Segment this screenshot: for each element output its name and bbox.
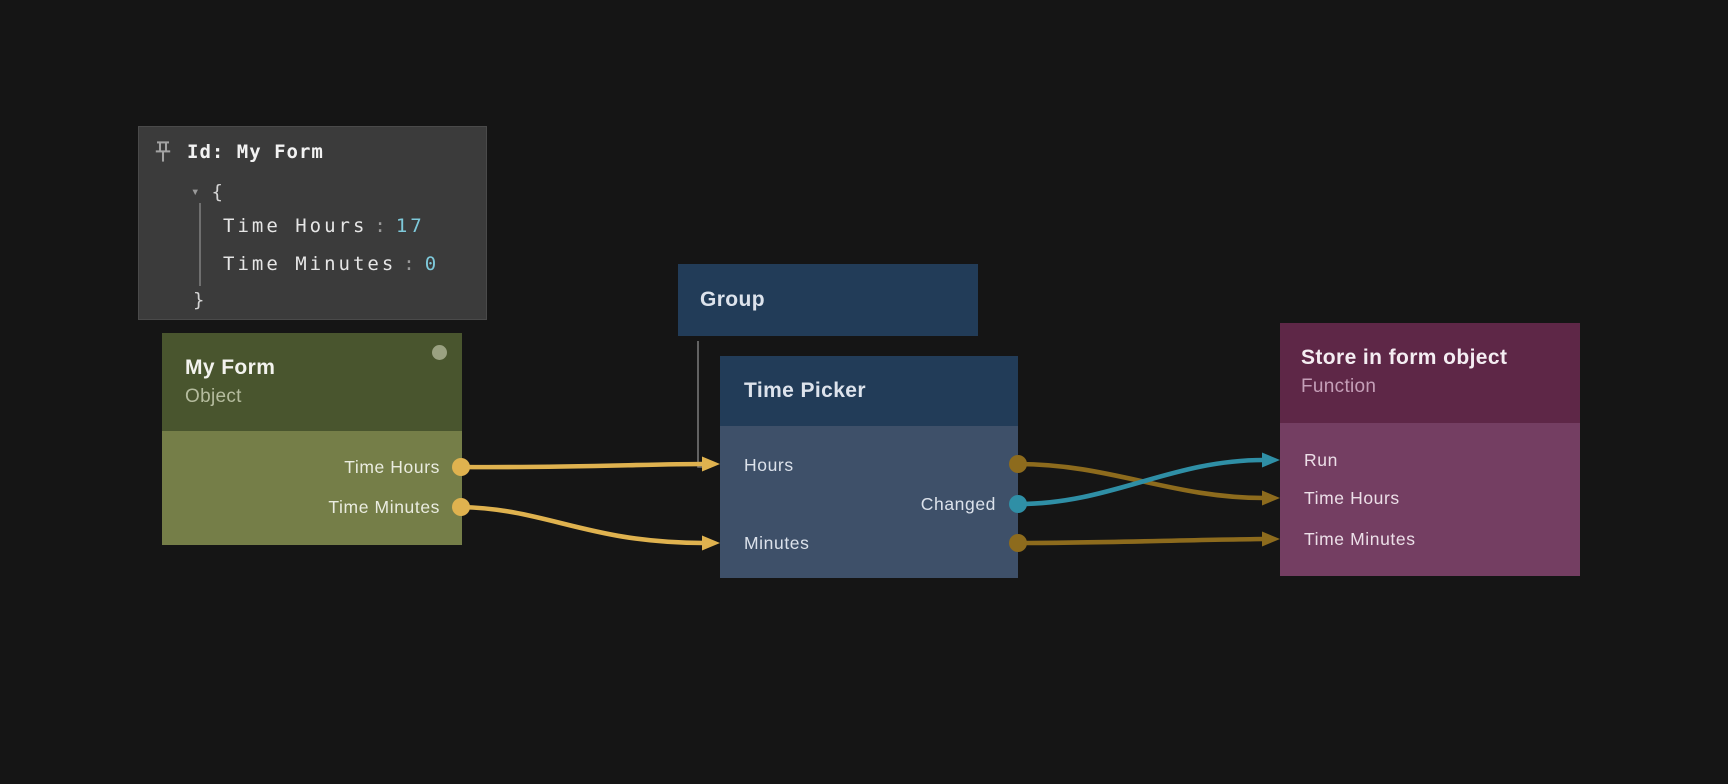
node-header[interactable]: Store in form object Function <box>1280 323 1580 423</box>
close-brace: } <box>193 289 208 311</box>
tree-entry: Time Minutes : 0 <box>223 247 439 281</box>
output-row-time-minutes[interactable]: Time Minutes <box>328 497 440 517</box>
output-row-time-hours[interactable]: Time Hours <box>344 457 440 477</box>
node-header[interactable]: Time Picker <box>720 356 1018 426</box>
tree-row-open[interactable]: ▾ { <box>191 175 226 209</box>
node-title: Time Picker <box>744 379 866 402</box>
node-store-in-form-object[interactable]: Store in form object Function Run Time H… <box>1280 323 1580 576</box>
node-title: Store in form object <box>1301 346 1508 369</box>
hierarchy-line <box>697 341 711 468</box>
inspector-title-row: Id: My Form <box>153 137 324 167</box>
arrowhead-store-run <box>1262 452 1280 468</box>
input-row-time-hours[interactable]: Time Hours <box>1304 488 1400 508</box>
node-my-form[interactable]: My Form Object Time Hours Time Minutes <box>162 333 462 545</box>
entry-separator: : <box>403 253 418 275</box>
node-group[interactable]: Group <box>678 264 978 336</box>
entry-separator: : <box>374 215 389 237</box>
output-row-changed[interactable]: Changed <box>920 494 996 514</box>
entry-key: Time Minutes <box>223 253 397 275</box>
inspector-popup: Id: My Form ▾ { Time Hours : 17 Time Min… <box>138 126 487 320</box>
tree-entry: Time Hours : 17 <box>223 209 425 243</box>
port-time-picker-minutes-out[interactable] <box>1009 534 1027 552</box>
wire-minutes-to-store-time-minutes[interactable] <box>1017 536 1265 546</box>
arrowhead-minutes-input <box>702 535 720 551</box>
wire-time-minutes-to-minutes[interactable] <box>460 504 705 546</box>
node-subtitle: Object <box>185 386 242 407</box>
status-dot <box>432 345 447 360</box>
node-header[interactable]: My Form Object <box>162 333 462 431</box>
caret-down-icon[interactable]: ▾ <box>191 184 200 200</box>
wire-time-hours-to-hours[interactable] <box>460 461 705 470</box>
node-title: My Form <box>185 356 276 379</box>
port-my-form-time-minutes-out[interactable] <box>452 498 470 516</box>
pin-icon[interactable] <box>153 140 173 164</box>
node-title: Group <box>700 288 765 311</box>
input-row-minutes[interactable]: Minutes <box>744 533 810 553</box>
tree-indent-guide <box>199 203 201 286</box>
input-row-run[interactable]: Run <box>1304 450 1338 470</box>
port-my-form-time-hours-out[interactable] <box>452 458 470 476</box>
tree-row-close: } <box>193 283 207 317</box>
port-time-picker-hours-out[interactable] <box>1009 455 1027 473</box>
arrowhead-store-time-hours <box>1262 490 1280 506</box>
inspector-title: Id: My Form <box>187 141 324 163</box>
node-subtitle: Function <box>1301 376 1377 397</box>
arrowhead-hours-input <box>702 456 720 472</box>
wire-changed-to-run[interactable] <box>1017 457 1265 507</box>
entry-key: Time Hours <box>223 215 368 237</box>
port-time-picker-changed-out[interactable] <box>1009 495 1027 513</box>
arrowhead-store-time-minutes <box>1262 531 1280 547</box>
node-time-picker[interactable]: Time Picker Hours Changed Minutes <box>720 356 1018 578</box>
open-brace: { <box>211 181 226 203</box>
entry-value: 17 <box>395 215 425 237</box>
entry-value: 0 <box>424 253 440 275</box>
input-row-time-minutes[interactable]: Time Minutes <box>1304 529 1416 549</box>
input-row-hours[interactable]: Hours <box>744 455 794 475</box>
